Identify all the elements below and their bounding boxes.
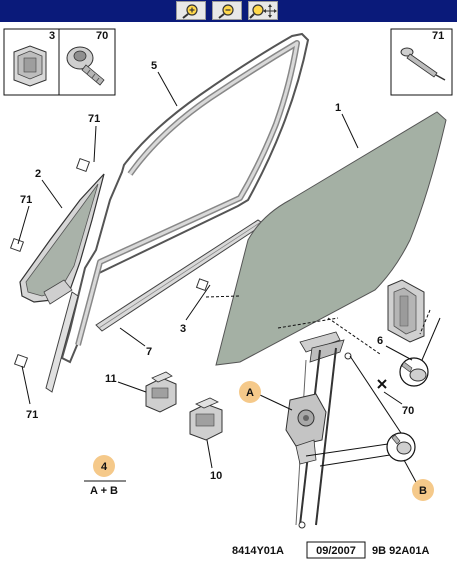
zoom-pan-icon xyxy=(249,3,277,19)
zoom-pan-button[interactable] xyxy=(248,1,278,20)
rivet-part-71-icon xyxy=(400,47,446,81)
clip-part-3-icon xyxy=(13,45,47,87)
quarter-window-part-2 xyxy=(19,173,105,393)
switch-part-10 xyxy=(189,397,223,441)
inset-box-rivet: 71 xyxy=(390,28,453,96)
label-part-5: 5 xyxy=(151,60,157,72)
cross-marker xyxy=(377,379,387,389)
marker-4-kit: 4 A + B xyxy=(84,455,126,497)
marker-b-label: B xyxy=(419,485,427,497)
zoom-in-icon xyxy=(182,3,198,19)
marker-b: B xyxy=(412,479,434,501)
label-part-71-left: 71 xyxy=(20,194,32,206)
window-run-channel-part-5 xyxy=(60,32,310,364)
marker-a: A xyxy=(239,381,261,403)
label-part-11: 11 xyxy=(105,373,117,385)
window-glass-part-1 xyxy=(215,111,447,366)
label-part-7: 7 xyxy=(146,346,152,358)
label-part-1: 1 xyxy=(335,102,341,114)
leader-lines xyxy=(17,71,441,483)
zoom-in-button[interactable] xyxy=(176,1,206,20)
window-regulator xyxy=(285,331,352,529)
screw-part-70-callout xyxy=(399,357,429,387)
exploded-parts-diagram: 3 70 71 xyxy=(3,28,453,559)
toolbar xyxy=(0,0,457,22)
label-part-71-inset: 71 xyxy=(432,30,444,42)
label-part-10: 10 xyxy=(210,470,222,482)
label-part-71-bottom: 71 xyxy=(26,409,38,421)
label-part-2: 2 xyxy=(35,168,41,180)
label-part-4: 4 xyxy=(101,461,108,473)
marker-a-label: A xyxy=(246,387,254,399)
screw-part-70-icon xyxy=(66,46,105,86)
screw-part-b-callout xyxy=(386,432,416,462)
footer-ref: 9B 92A01A xyxy=(372,545,430,557)
label-part-6: 6 xyxy=(377,335,383,347)
rivet-markers xyxy=(9,157,209,369)
kit-formula: A + B xyxy=(90,485,118,497)
label-part-3-inset: 3 xyxy=(49,30,55,42)
footer-date: 09/2007 xyxy=(316,545,356,557)
zoom-out-button[interactable] xyxy=(212,1,242,20)
footer-reference: 8414Y01A 09/2007 9B 92A01A xyxy=(232,541,430,559)
label-part-70-inset: 70 xyxy=(96,30,108,42)
glass-bracket-part-6 xyxy=(387,279,425,343)
label-part-71-top: 71 xyxy=(88,113,100,125)
inset-box-clip-screw: 3 70 xyxy=(3,28,116,96)
label-part-70: 70 xyxy=(402,405,414,417)
switch-part-11 xyxy=(145,371,177,413)
label-part-3: 3 xyxy=(180,323,186,335)
zoom-out-icon xyxy=(218,3,234,19)
footer-code: 8414Y01A xyxy=(232,545,284,557)
